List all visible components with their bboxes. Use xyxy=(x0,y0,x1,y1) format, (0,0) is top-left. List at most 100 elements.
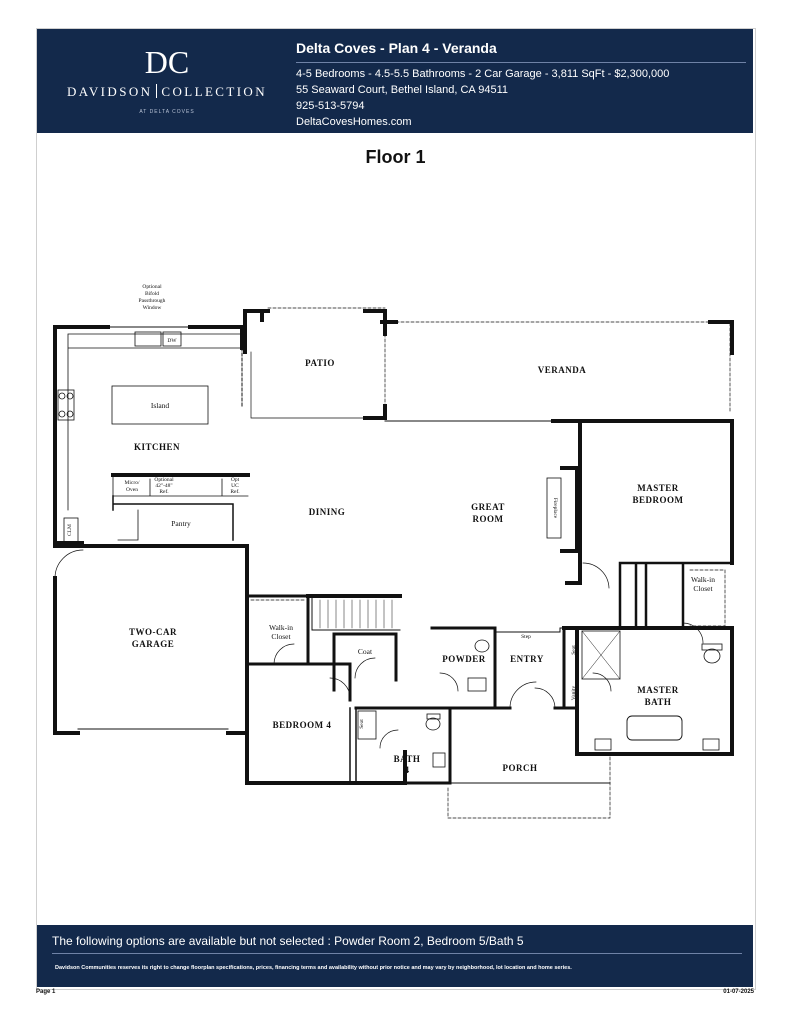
wall-closet-bed4 xyxy=(245,594,310,666)
sink-powder xyxy=(467,677,487,692)
label-window-1: Optional xyxy=(142,284,162,290)
label-master-bed-2: BEDROOM xyxy=(632,495,683,505)
label-master-bath-2: BATH xyxy=(645,697,672,707)
kitchen-counter xyxy=(67,333,243,511)
brand-subline: AT DELTA COVES xyxy=(139,109,195,115)
wall-powder xyxy=(430,626,497,710)
label-great-1: GREAT xyxy=(471,502,505,512)
toilet-master xyxy=(703,648,721,664)
listing-website[interactable]: DeltaCovesHomes.com xyxy=(296,116,412,128)
label-master-closet-2: Closet xyxy=(693,584,713,593)
dc-monogram-logo: DC xyxy=(145,45,189,79)
powder-door-swing xyxy=(439,672,459,692)
wall-patio-west xyxy=(243,309,270,354)
walk-in-closet-outline xyxy=(689,569,726,627)
label-vanity: Vanity xyxy=(571,686,577,701)
label-seat-bath4: Seat xyxy=(359,719,365,729)
step-line xyxy=(494,627,565,633)
coat-door-swing xyxy=(354,657,376,679)
bath4-shower xyxy=(357,710,377,740)
closet-bed4-door xyxy=(273,643,295,665)
column-veranda-ne xyxy=(708,320,734,355)
page-sheet xyxy=(36,28,756,990)
column-patio-se xyxy=(363,404,387,420)
label-master-closet-1: Walk-in xyxy=(691,575,715,584)
wall-entry xyxy=(493,626,579,710)
disclaimer: Davidson Communities reserves its right … xyxy=(55,965,572,971)
label-ref-3: Ref. xyxy=(159,488,169,495)
wall-bed4-north xyxy=(245,662,352,702)
sink xyxy=(134,331,162,347)
label-dw: DW xyxy=(167,338,177,344)
label-master-bath-1: MASTER xyxy=(637,685,679,695)
master-door-swing xyxy=(582,562,610,589)
wall-west xyxy=(53,325,80,735)
label-window-2: Bifold xyxy=(145,290,159,297)
toilet-powder xyxy=(474,639,490,653)
label-micro-2: Oven xyxy=(126,487,138,493)
porch-outline xyxy=(447,755,611,819)
label-bath4-2: 4 xyxy=(405,765,410,775)
label-bedroom4: BEDROOM 4 xyxy=(273,720,332,730)
label-uc-2: UC xyxy=(231,483,239,489)
wall-bath4 xyxy=(354,706,452,785)
label-micro-1: Micro/ xyxy=(125,480,140,486)
burner-icon xyxy=(58,410,66,418)
label-uc-3: Ref. xyxy=(230,488,240,495)
shower xyxy=(581,630,621,680)
label-ref-2: 42"-48" xyxy=(155,483,172,489)
island xyxy=(111,385,209,425)
wall-master-north-east xyxy=(578,419,734,565)
listing-address: 55 Seaward Court, Bethel Island, CA 9451… xyxy=(296,84,508,96)
label-garage-2: GARAGE xyxy=(132,639,175,649)
wall-bed4-exterior xyxy=(245,662,407,785)
bathtub xyxy=(626,715,683,741)
label-porch: PORCH xyxy=(503,763,538,773)
wall-garage-east xyxy=(226,544,249,735)
burner-icon xyxy=(66,410,74,418)
toilet-tank-master xyxy=(701,643,723,651)
monogram-text: DC xyxy=(145,45,189,79)
label-master-bed-1: MASTER xyxy=(637,483,679,493)
label-patio: PATIO xyxy=(305,358,335,368)
pantry-door xyxy=(117,509,139,541)
master-closet-walls xyxy=(618,561,734,630)
bath-door-swing xyxy=(592,672,612,692)
dishwasher xyxy=(162,331,182,347)
label-kitchen: KITCHEN xyxy=(134,442,180,452)
garage-door-swing xyxy=(54,549,84,579)
label-fireplace: Fireplace xyxy=(552,498,558,519)
label-window-4: Window xyxy=(143,305,162,311)
stair-outline xyxy=(311,597,401,631)
wall-master-west xyxy=(565,419,582,585)
options-note: The following options are available but … xyxy=(52,934,524,948)
floor-plan: PATIO VERANDA KITCHEN Island DINING GREA… xyxy=(53,284,734,819)
footer-banner: The following options are available but … xyxy=(37,925,753,987)
label-pantry: Pantry xyxy=(171,519,191,528)
label-uc-1: Opt xyxy=(231,477,240,483)
label-bath4-1: BATH xyxy=(394,754,421,764)
label-window-3: Passthrough xyxy=(139,298,166,304)
page-number: Page 1 xyxy=(36,989,56,995)
label-ref-1: Optional xyxy=(154,477,174,483)
burner-icon xyxy=(66,392,74,400)
burner-icon xyxy=(58,392,66,400)
entry-door-swing-right xyxy=(534,687,556,709)
patio-edge xyxy=(250,351,376,419)
label-island: Island xyxy=(151,401,170,410)
wall-garage-north xyxy=(53,541,249,548)
toilet-tank-bath4 xyxy=(426,713,441,720)
label-closet-2: Closet xyxy=(271,632,291,641)
column-patio-ne xyxy=(363,309,398,336)
label-clm: CLM xyxy=(67,524,73,536)
wordmark-divider xyxy=(156,84,158,98)
label-step: Step xyxy=(521,634,531,640)
stair-treads xyxy=(319,599,393,629)
label-seat-master: Seat xyxy=(571,645,577,655)
listing-phone[interactable]: 925-513-5794 xyxy=(296,100,365,112)
column-great-ne xyxy=(551,419,582,437)
listing-title: Delta Coves - Plan 4 - Veranda xyxy=(296,40,497,56)
label-garage-1: TWO-CAR xyxy=(129,627,177,637)
appliance-cabinets xyxy=(112,474,249,497)
